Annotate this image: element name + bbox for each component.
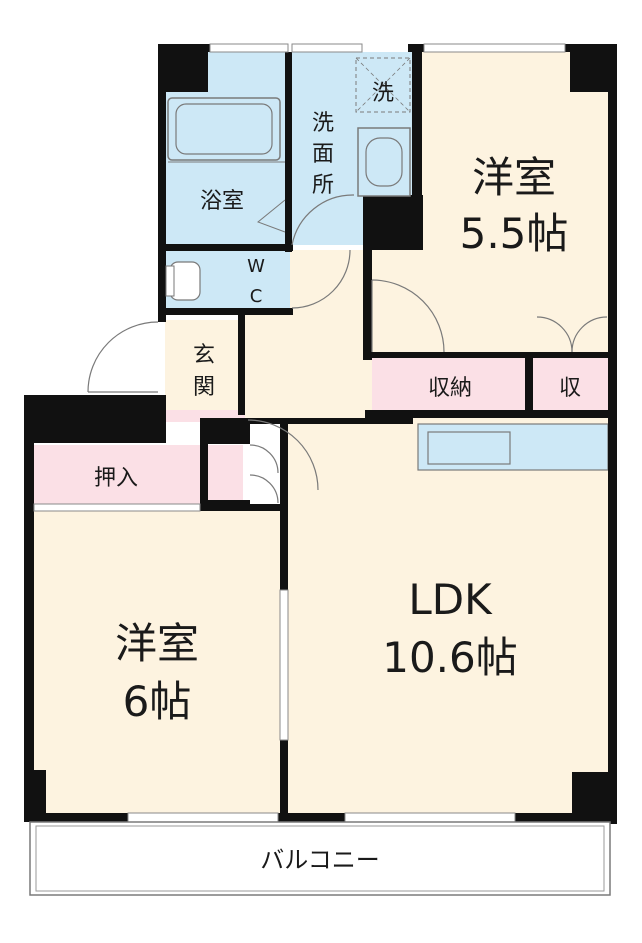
washer-label: 洗 bbox=[372, 81, 394, 106]
entrance-label-1: 玄 bbox=[193, 343, 215, 368]
storage-small-label: 収 bbox=[559, 376, 581, 401]
bedroom-a-floor bbox=[420, 52, 612, 357]
bedroom-b-name: 洋室 bbox=[115, 619, 199, 668]
bath-door-mark bbox=[257, 199, 286, 233]
bedroom-b-floor bbox=[30, 510, 288, 813]
closet-label: 押入 bbox=[94, 466, 138, 491]
balcony-rail bbox=[35, 825, 605, 892]
storage-small-floor bbox=[532, 358, 608, 413]
door-swings bbox=[87, 194, 608, 504]
bath-label: 浴室 bbox=[200, 189, 244, 214]
bathtub-inner bbox=[175, 103, 273, 155]
storage-floor bbox=[372, 358, 527, 413]
toilet-label-c: C bbox=[250, 286, 263, 307]
washroom-label-1: 洗 bbox=[312, 111, 334, 136]
balcony bbox=[29, 821, 611, 896]
washroom-label-2: 面 bbox=[312, 142, 334, 167]
entrance-label-2: 関 bbox=[193, 375, 215, 400]
kitchen-sink bbox=[427, 431, 511, 465]
bathtub bbox=[167, 97, 281, 161]
ldk-floor bbox=[288, 418, 612, 813]
bedroom-a-name: 洋室 bbox=[472, 153, 556, 202]
washroom-label-3: 所 bbox=[312, 173, 334, 198]
kitchen-counter bbox=[417, 423, 609, 471]
ldk-name: LDK bbox=[408, 575, 493, 624]
toilet-tank bbox=[165, 265, 175, 297]
washer-cross-2 bbox=[355, 57, 411, 113]
entrance-floor bbox=[165, 320, 245, 410]
closet-floor bbox=[32, 445, 200, 505]
shoe-cabinet-floor bbox=[208, 445, 243, 505]
ldk-size: 10.6帖 bbox=[382, 633, 518, 682]
washbasin-bowl bbox=[365, 137, 403, 187]
bedroom-a-size: 5.5帖 bbox=[460, 209, 569, 258]
windows bbox=[33, 43, 566, 823]
walls bbox=[24, 44, 617, 824]
bedroom-b-size: 6帖 bbox=[123, 677, 192, 726]
toilet-label-w: W bbox=[247, 256, 265, 277]
storage-label: 収納 bbox=[428, 376, 472, 401]
balcony-label: バルコニー bbox=[260, 846, 380, 874]
washbasin bbox=[357, 127, 411, 197]
